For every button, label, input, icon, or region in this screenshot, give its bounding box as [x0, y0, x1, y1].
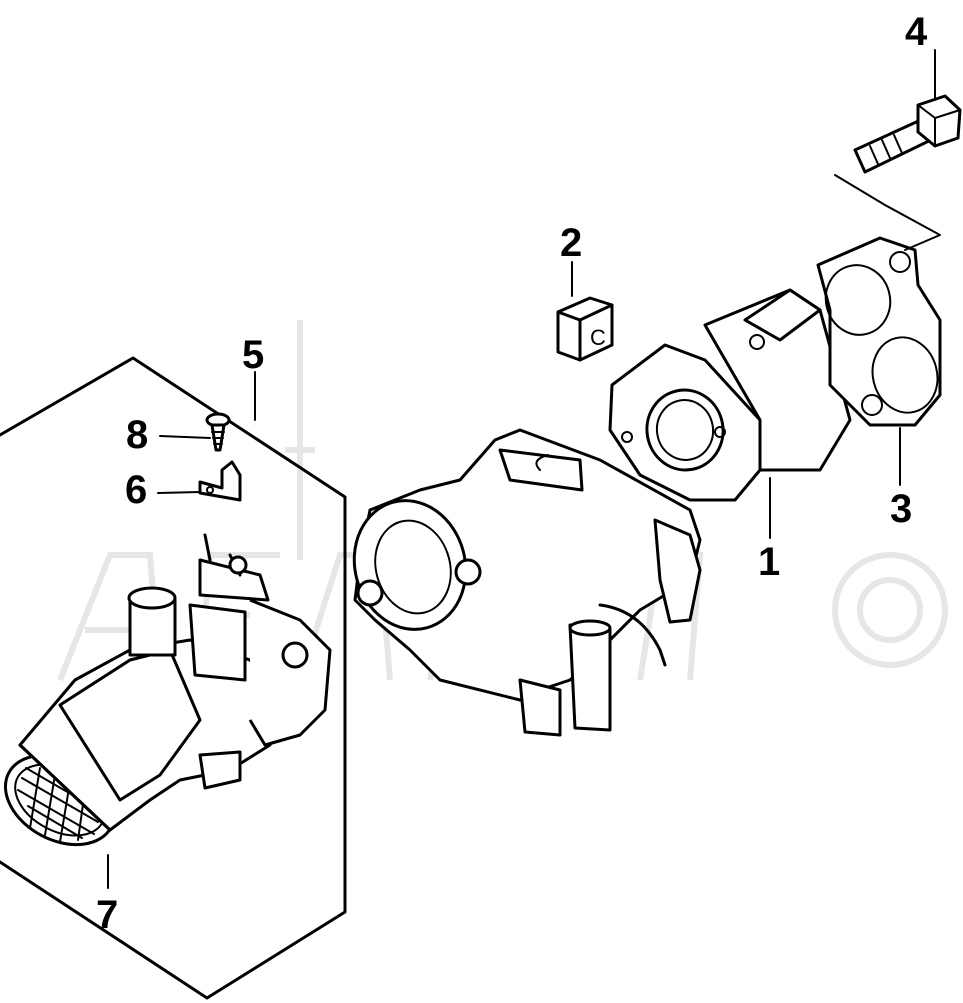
kit-outline	[0, 356, 347, 1000]
callout-8: 8	[126, 413, 148, 457]
leader-6	[157, 491, 201, 494]
part-4-bolt[interactable]	[853, 94, 962, 174]
part-1-manifold[interactable]	[608, 288, 852, 502]
bolt-guide-line	[834, 174, 941, 251]
part-2-letter: C	[590, 325, 606, 350]
part-5-throttle-body[interactable]	[18, 533, 332, 832]
part-6-bracket[interactable]	[198, 460, 242, 502]
callout-1: 1	[758, 540, 780, 584]
callout-5: 5	[242, 333, 264, 377]
callout-4: 4	[905, 10, 928, 54]
part-1-housing[interactable]	[340, 428, 702, 737]
callout-7: 7	[96, 893, 118, 937]
part-8-screw[interactable]	[205, 412, 231, 452]
callout-3: 3	[890, 487, 912, 531]
callout-2: 2	[560, 221, 582, 265]
leader-8	[159, 435, 211, 439]
part-2-cap[interactable]: C	[556, 296, 614, 362]
part-3-gasket[interactable]	[816, 236, 946, 427]
callout-6: 6	[125, 468, 147, 512]
